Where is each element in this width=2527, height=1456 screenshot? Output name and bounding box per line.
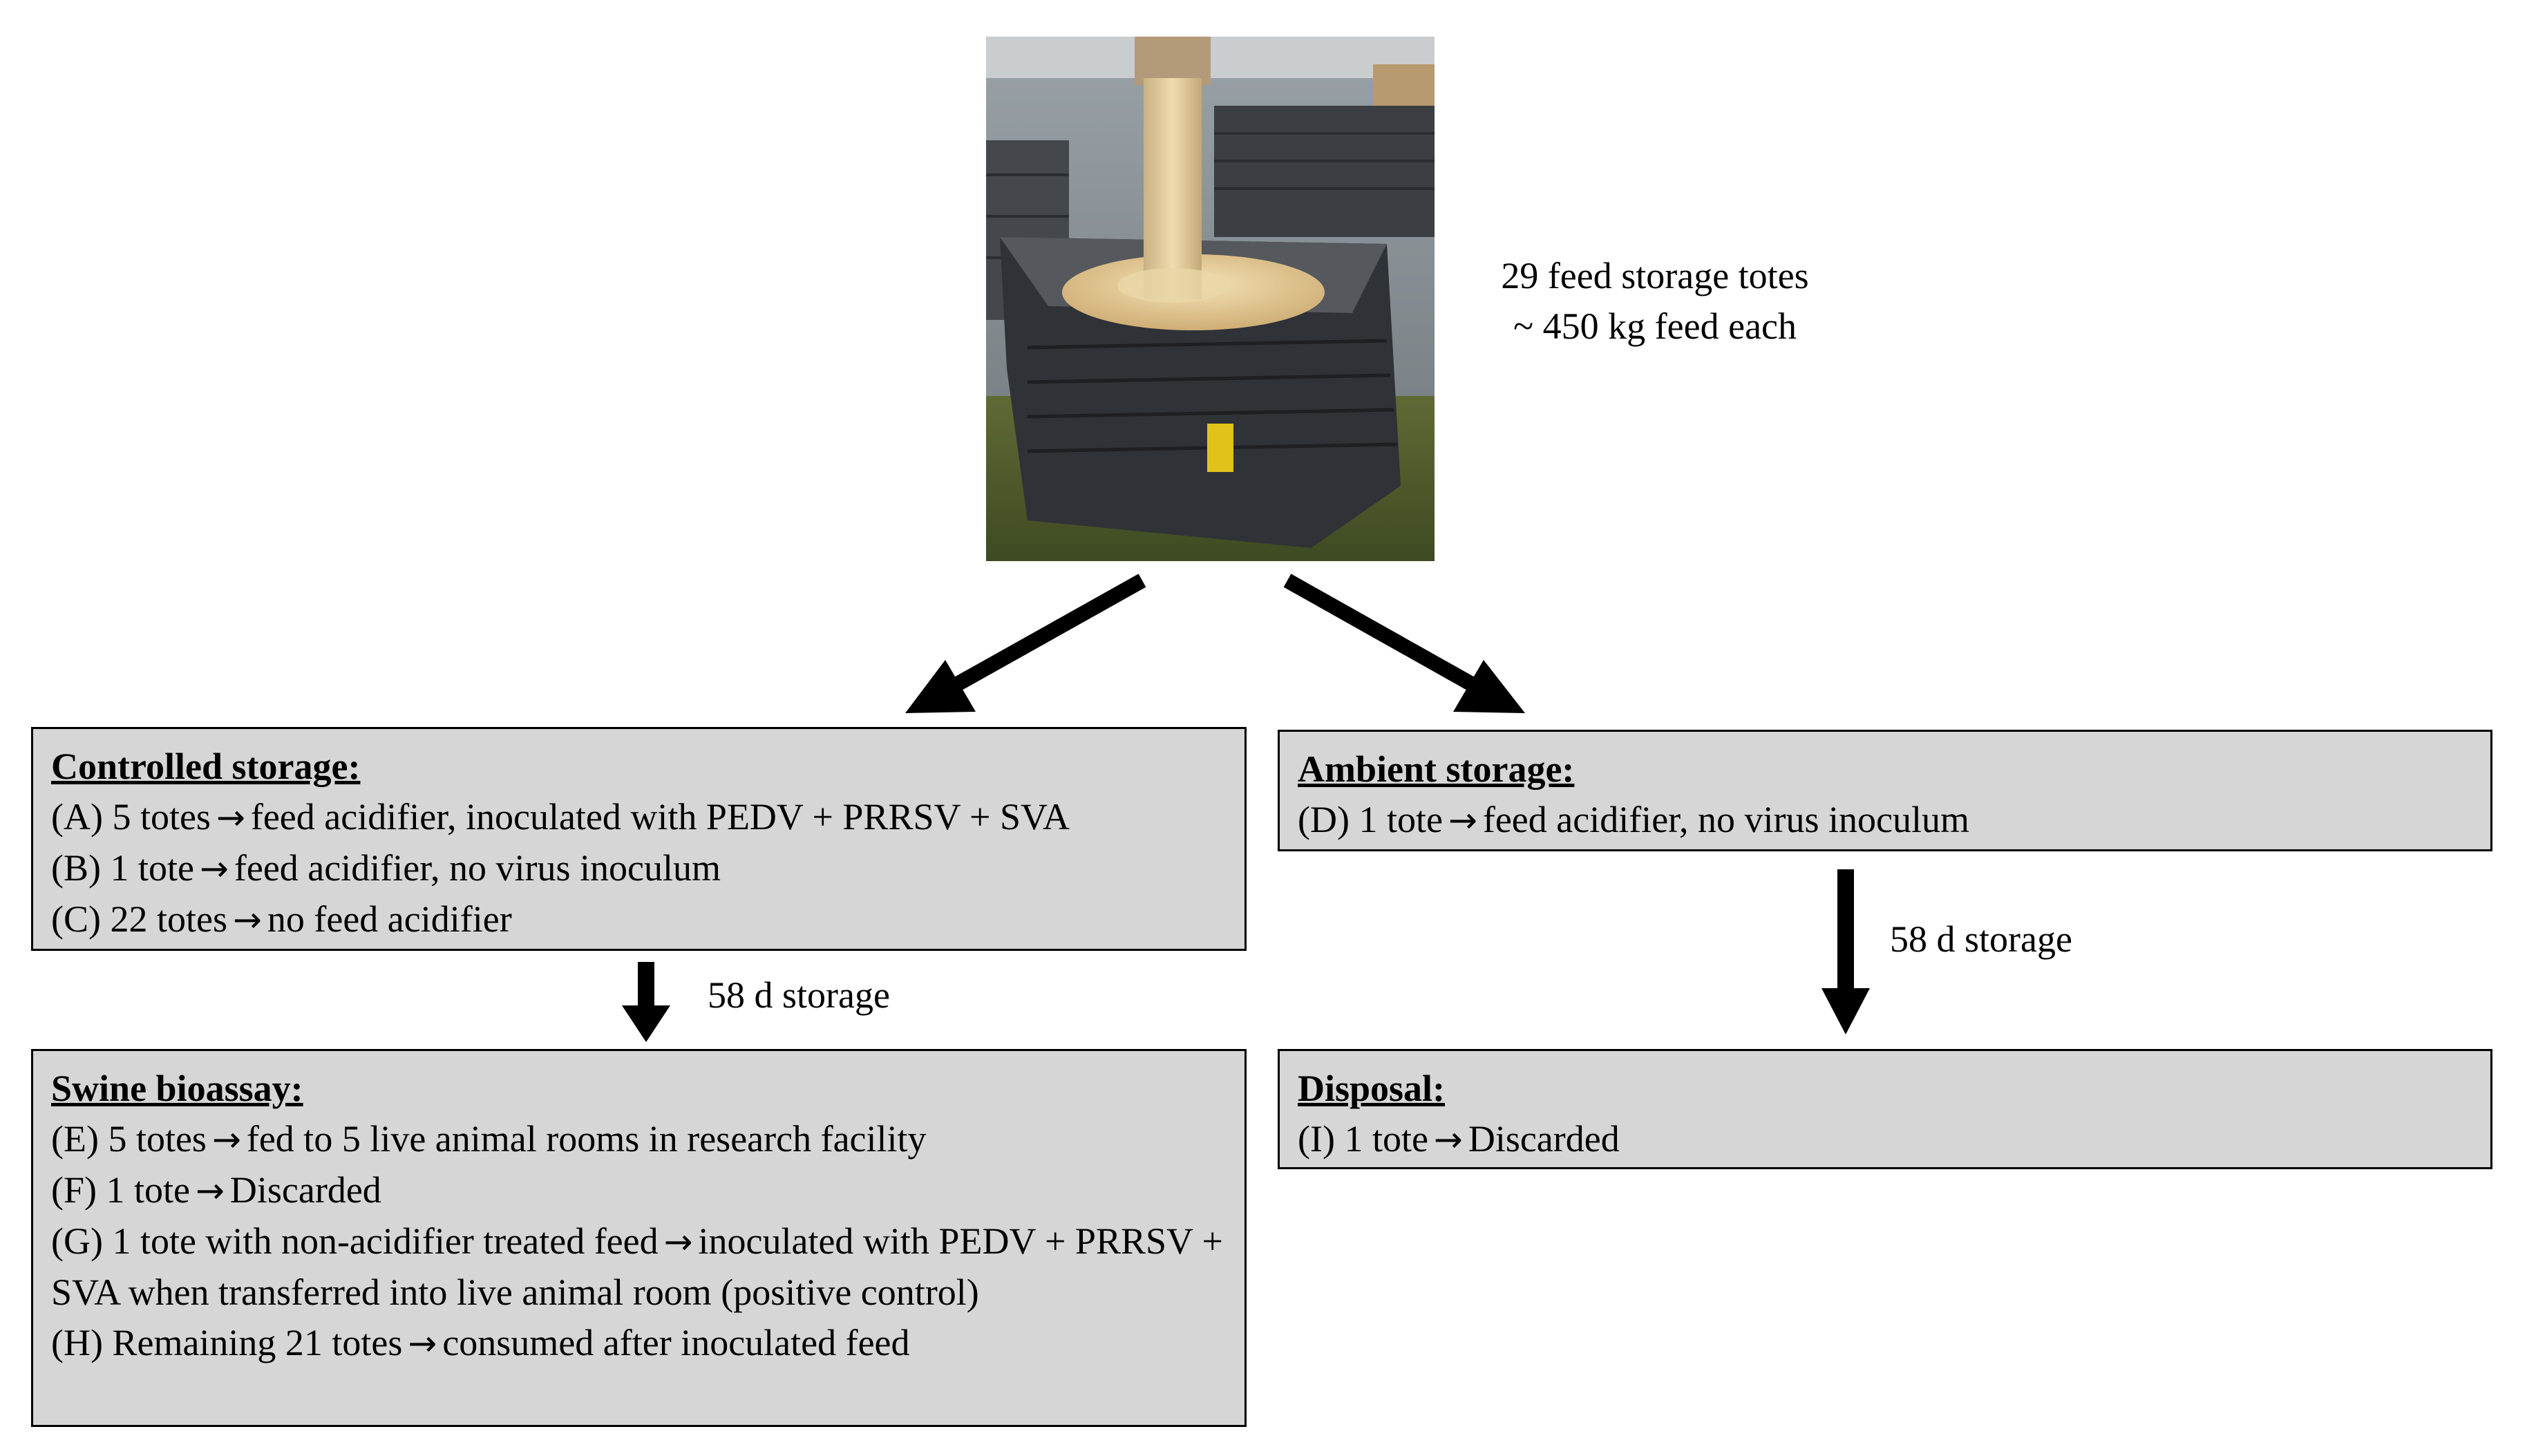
line-suffix: Discarded: [229, 1169, 381, 1211]
arrow-head-swine-bioassay: [622, 1005, 670, 1042]
line-prefix: (H) Remaining 21 totes: [51, 1322, 403, 1363]
right-arrow-icon: →: [232, 900, 262, 940]
line-suffix: consumed after inoculated feed: [442, 1322, 910, 1363]
line-suffix: feed acidifier, no virus inoculum: [1482, 799, 1969, 840]
feed-tote-photo-illustration: [986, 37, 1435, 561]
arrow-to-disposal: [1837, 869, 1854, 990]
photo-caption-line-1: 29 feed storage totes: [1501, 255, 1809, 296]
ambient-storage-title: Ambient storage:: [1298, 748, 1575, 790]
right-arrow-icon: →: [1433, 1119, 1463, 1160]
left-storage-duration-label: 58 d storage: [708, 974, 890, 1016]
line-suffix: inoculated with PEDV + PRRSV + SVA when …: [51, 1220, 1223, 1313]
right-arrow-icon: →: [199, 849, 229, 889]
swine-bioassay-line-e: (E) 5 totes→fed to 5 live animal rooms i…: [51, 1114, 1227, 1165]
swine-bioassay-title: Swine bioassay:: [51, 1068, 303, 1109]
right-arrow-icon: →: [216, 797, 245, 838]
right-storage-duration-label: 58 d storage: [1890, 918, 2072, 960]
arrow-to-swine-bioassay: [638, 962, 654, 1007]
arrow-head-ambient-storage: [1453, 660, 1525, 713]
line-suffix: feed acidifier, no virus inoculum: [234, 847, 721, 889]
line-suffix: Discarded: [1468, 1118, 1620, 1160]
arrow-head-controlled-storage: [905, 660, 976, 713]
disposal-title: Disposal:: [1298, 1068, 1446, 1109]
disposal-box: Disposal: (I) 1 tote→Discarded: [1278, 1049, 2492, 1169]
line-suffix: fed to 5 live animal rooms in research f…: [246, 1118, 927, 1160]
controlled-storage-line-b: (B) 1 tote→feed acidifier, no virus inoc…: [51, 843, 1227, 894]
arrow-to-controlled-storage: [949, 574, 1146, 693]
right-arrow-icon: →: [1448, 800, 1477, 840]
line-prefix: (F) 1 tote: [51, 1169, 190, 1211]
swine-bioassay-line-h: (H) Remaining 21 totes→consumed after in…: [51, 1318, 1227, 1369]
right-arrow-icon: →: [195, 1171, 225, 1211]
right-arrow-icon: →: [211, 1119, 241, 1160]
disposal-line-i: (I) 1 tote→Discarded: [1298, 1114, 2472, 1165]
feed-tote-photo: [986, 37, 1435, 561]
line-prefix: (B) 1 tote: [51, 847, 194, 889]
swine-bioassay-line-f: (F) 1 tote→Discarded: [51, 1165, 1227, 1216]
swine-bioassay-box: Swine bioassay: (E) 5 totes→fed to 5 liv…: [31, 1049, 1247, 1427]
line-suffix: feed acidifier, inoculated with PEDV + P…: [250, 796, 1070, 838]
arrow-head-disposal: [1821, 988, 1870, 1034]
controlled-storage-box: Controlled storage: (A) 5 totes→feed aci…: [31, 727, 1247, 951]
controlled-storage-line-c: (C) 22 totes→no feed acidifier: [51, 894, 1227, 945]
photo-caption-line-2: ~ 450 kg feed each: [1513, 305, 1797, 347]
line-prefix: (I) 1 tote: [1298, 1118, 1428, 1160]
right-arrow-icon: →: [663, 1222, 693, 1262]
line-prefix: (A) 5 totes: [51, 796, 211, 838]
arrow-to-ambient-storage: [1283, 574, 1479, 693]
photo-caption: 29 feed storage totes ~ 450 kg feed each: [1468, 251, 1842, 352]
right-arrow-icon: →: [408, 1323, 437, 1363]
ambient-storage-box: Ambient storage: (D) 1 tote→feed acidifi…: [1278, 730, 2492, 851]
controlled-storage-line-a: (A) 5 totes→feed acidifier, inoculated w…: [51, 792, 1227, 843]
controlled-storage-title: Controlled storage:: [51, 746, 361, 787]
ambient-storage-line-d: (D) 1 tote→feed acidifier, no virus inoc…: [1298, 795, 2472, 846]
line-prefix: (D) 1 tote: [1298, 799, 1443, 840]
swine-bioassay-line-g: (G) 1 tote with non-acidifier treated fe…: [51, 1216, 1227, 1318]
line-suffix: no feed acidifier: [267, 898, 512, 940]
line-prefix: (G) 1 tote with non-acidifier treated fe…: [51, 1220, 659, 1262]
line-prefix: (C) 22 totes: [51, 898, 227, 940]
line-prefix: (E) 5 totes: [51, 1118, 207, 1160]
